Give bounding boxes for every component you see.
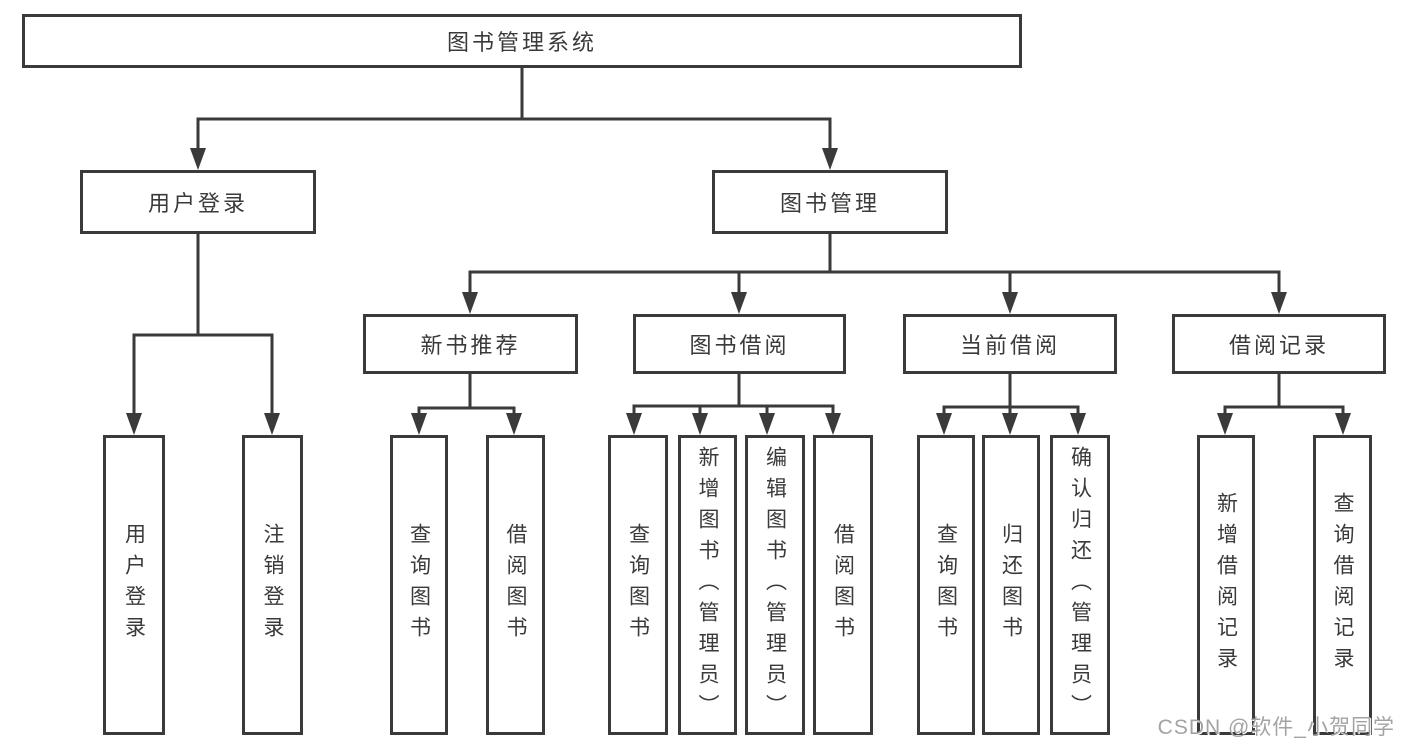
leaf-user-login: 用户登录	[103, 435, 165, 735]
leaf-query-book-3-label: 查询图书	[934, 523, 958, 647]
arrow-book-borrow	[731, 272, 747, 314]
leaf-return-book: 归还图书	[982, 435, 1040, 735]
leaf-query-book-2-label: 查询图书	[626, 523, 650, 647]
arrow-borrow-records	[1271, 272, 1287, 314]
node-root-label: 图书管理系统	[446, 30, 597, 55]
connector-borrow-records	[1223, 374, 1345, 409]
node-book-borrow-label: 图书借阅	[689, 333, 790, 358]
leaf-confirm-return-label: 确认归还（管理员）	[1068, 445, 1092, 725]
leaf-borrow-book-1: 借阅图书	[486, 435, 545, 735]
node-new-book-recommend: 新书推荐	[363, 314, 578, 374]
connector-user-login	[132, 234, 274, 337]
leaf-query-borrow-record: 查询借阅记录	[1313, 435, 1372, 735]
connector-current-borrow	[942, 374, 1080, 409]
arrow-leaf-query-book-1	[411, 408, 427, 435]
node-root: 图书管理系统	[22, 14, 1022, 68]
arrow-leaf-logout	[264, 335, 280, 435]
connector-book-borrow	[632, 374, 835, 408]
leaf-add-borrow-record-label: 新增借阅记录	[1214, 492, 1238, 678]
leaf-return-book-label: 归还图书	[999, 523, 1023, 647]
leaf-query-book-3: 查询图书	[917, 435, 975, 735]
leaf-borrow-book-2-label: 借阅图书	[831, 523, 855, 647]
arrow-current-borrow	[1002, 272, 1018, 314]
arrow-leaf-borrow-book-2	[825, 406, 841, 435]
arrow-leaf-borrow-book-1	[506, 408, 522, 435]
arrow-leaf-query-book-3	[936, 407, 952, 435]
node-new-book-recommend-label: 新书推荐	[420, 333, 521, 358]
arrow-leaf-return-book	[1002, 407, 1018, 435]
leaf-logout-label: 注销登录	[261, 523, 285, 647]
connector-book-management	[468, 234, 1281, 274]
node-current-borrow: 当前借阅	[903, 314, 1117, 374]
arrow-user-login	[190, 119, 206, 170]
leaf-add-book-label: 新增图书（管理员）	[696, 445, 720, 725]
leaf-borrow-book-1-label: 借阅图书	[504, 523, 528, 647]
node-book-management: 图书管理	[712, 170, 948, 234]
leaf-add-book: 新增图书（管理员）	[678, 435, 737, 735]
leaf-query-book-1-label: 查询图书	[407, 523, 431, 647]
node-borrow-records-label: 借阅记录	[1228, 333, 1329, 358]
node-current-borrow-label: 当前借阅	[959, 333, 1060, 358]
connector-new-book	[417, 374, 516, 410]
arrow-leaf-user-login	[126, 335, 142, 435]
leaf-borrow-book-2: 借阅图书	[813, 435, 873, 735]
node-user-login: 用户登录	[80, 170, 316, 234]
leaf-query-borrow-record-label: 查询借阅记录	[1331, 492, 1355, 678]
arrow-book-management	[822, 119, 838, 170]
node-book-borrow: 图书借阅	[633, 314, 846, 374]
node-borrow-records: 借阅记录	[1172, 314, 1386, 374]
arrow-leaf-add-book	[692, 406, 708, 435]
arrow-leaf-edit-book	[759, 406, 775, 435]
leaf-edit-book: 编辑图书（管理员）	[745, 435, 805, 735]
leaf-query-book-1: 查询图书	[390, 435, 448, 735]
arrow-leaf-confirm-return	[1070, 407, 1086, 435]
csdn-watermark: CSDN @软件_小贺同学	[1157, 716, 1395, 739]
arrow-new-book	[462, 272, 478, 314]
leaf-query-book-2: 查询图书	[608, 435, 668, 735]
leaf-edit-book-label: 编辑图书（管理员）	[763, 445, 787, 725]
arrow-leaf-add-record	[1217, 407, 1233, 435]
leaf-logout: 注销登录	[242, 435, 303, 735]
leaf-confirm-return: 确认归还（管理员）	[1050, 435, 1110, 735]
arrow-leaf-query-record	[1335, 407, 1351, 435]
node-user-login-label: 用户登录	[147, 191, 248, 216]
node-book-management-label: 图书管理	[779, 191, 880, 216]
leaf-user-login-label: 用户登录	[122, 523, 146, 647]
arrow-leaf-query-book-2	[626, 406, 642, 435]
leaf-add-borrow-record: 新增借阅记录	[1197, 435, 1255, 735]
connector-root	[196, 68, 832, 121]
